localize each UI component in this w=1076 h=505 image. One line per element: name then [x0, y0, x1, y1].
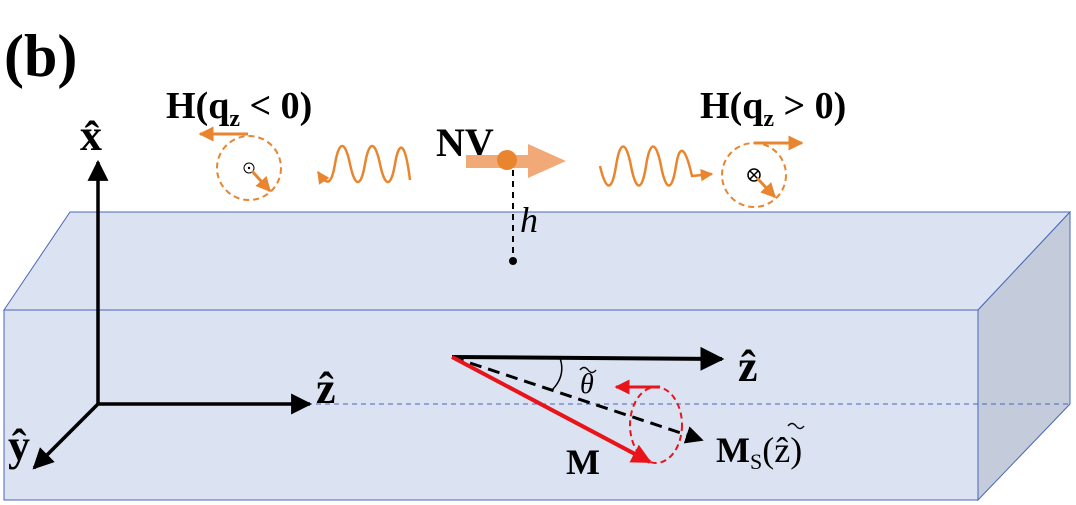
nv-height-label: h — [520, 200, 538, 240]
field-left-out-of-page-icon — [243, 162, 255, 174]
field-left-label: H(qz < 0) — [166, 85, 312, 132]
ms-label: MS(ẑ) — [716, 430, 802, 474]
field-right-wave — [598, 145, 714, 187]
nv-spin-body — [466, 155, 528, 168]
theta-label: θ — [580, 369, 594, 400]
field-left-dot — [247, 166, 251, 170]
coordinate-axes: x̂ ẑ ŷ — [8, 111, 336, 470]
x-axis-label: x̂ — [80, 111, 102, 160]
z-axis-label: ẑ — [316, 364, 336, 413]
nv-height-dot — [509, 257, 517, 265]
field-right-label: H(qz > 0) — [700, 85, 846, 132]
m-label: M — [566, 442, 600, 482]
field-right-into-page-icon — [747, 168, 761, 182]
nv-spin-dot — [497, 150, 517, 170]
z-hat-reference-arrow — [451, 346, 725, 371]
panel-label: (b) — [4, 23, 77, 89]
theta-tilde — [579, 366, 597, 374]
field-left-wave — [316, 144, 412, 185]
nv-spin-arrowhead — [528, 144, 566, 178]
ms-arg-tilde — [787, 422, 805, 430]
nv-center: NV h — [436, 120, 566, 265]
z-hat-reference-label: ẑ — [738, 342, 758, 391]
field-right: H(qz > 0) — [598, 85, 846, 208]
field-left-inner-arrow — [250, 169, 272, 193]
field-left-circle — [216, 135, 282, 201]
y-axis-arrow — [32, 402, 100, 470]
ms-equilibrium-arrow — [451, 355, 704, 444]
m-vector-arrow — [451, 355, 652, 464]
field-right-cross-b — [749, 170, 759, 180]
field-right-inner-arrow — [755, 176, 777, 199]
field-left: H(qz < 0) — [166, 85, 412, 201]
magnetization-vectors: ẑ θ M MS(ẑ) — [451, 342, 805, 482]
theta-angle-arc — [551, 357, 563, 391]
y-axis-label: ŷ — [8, 421, 30, 470]
